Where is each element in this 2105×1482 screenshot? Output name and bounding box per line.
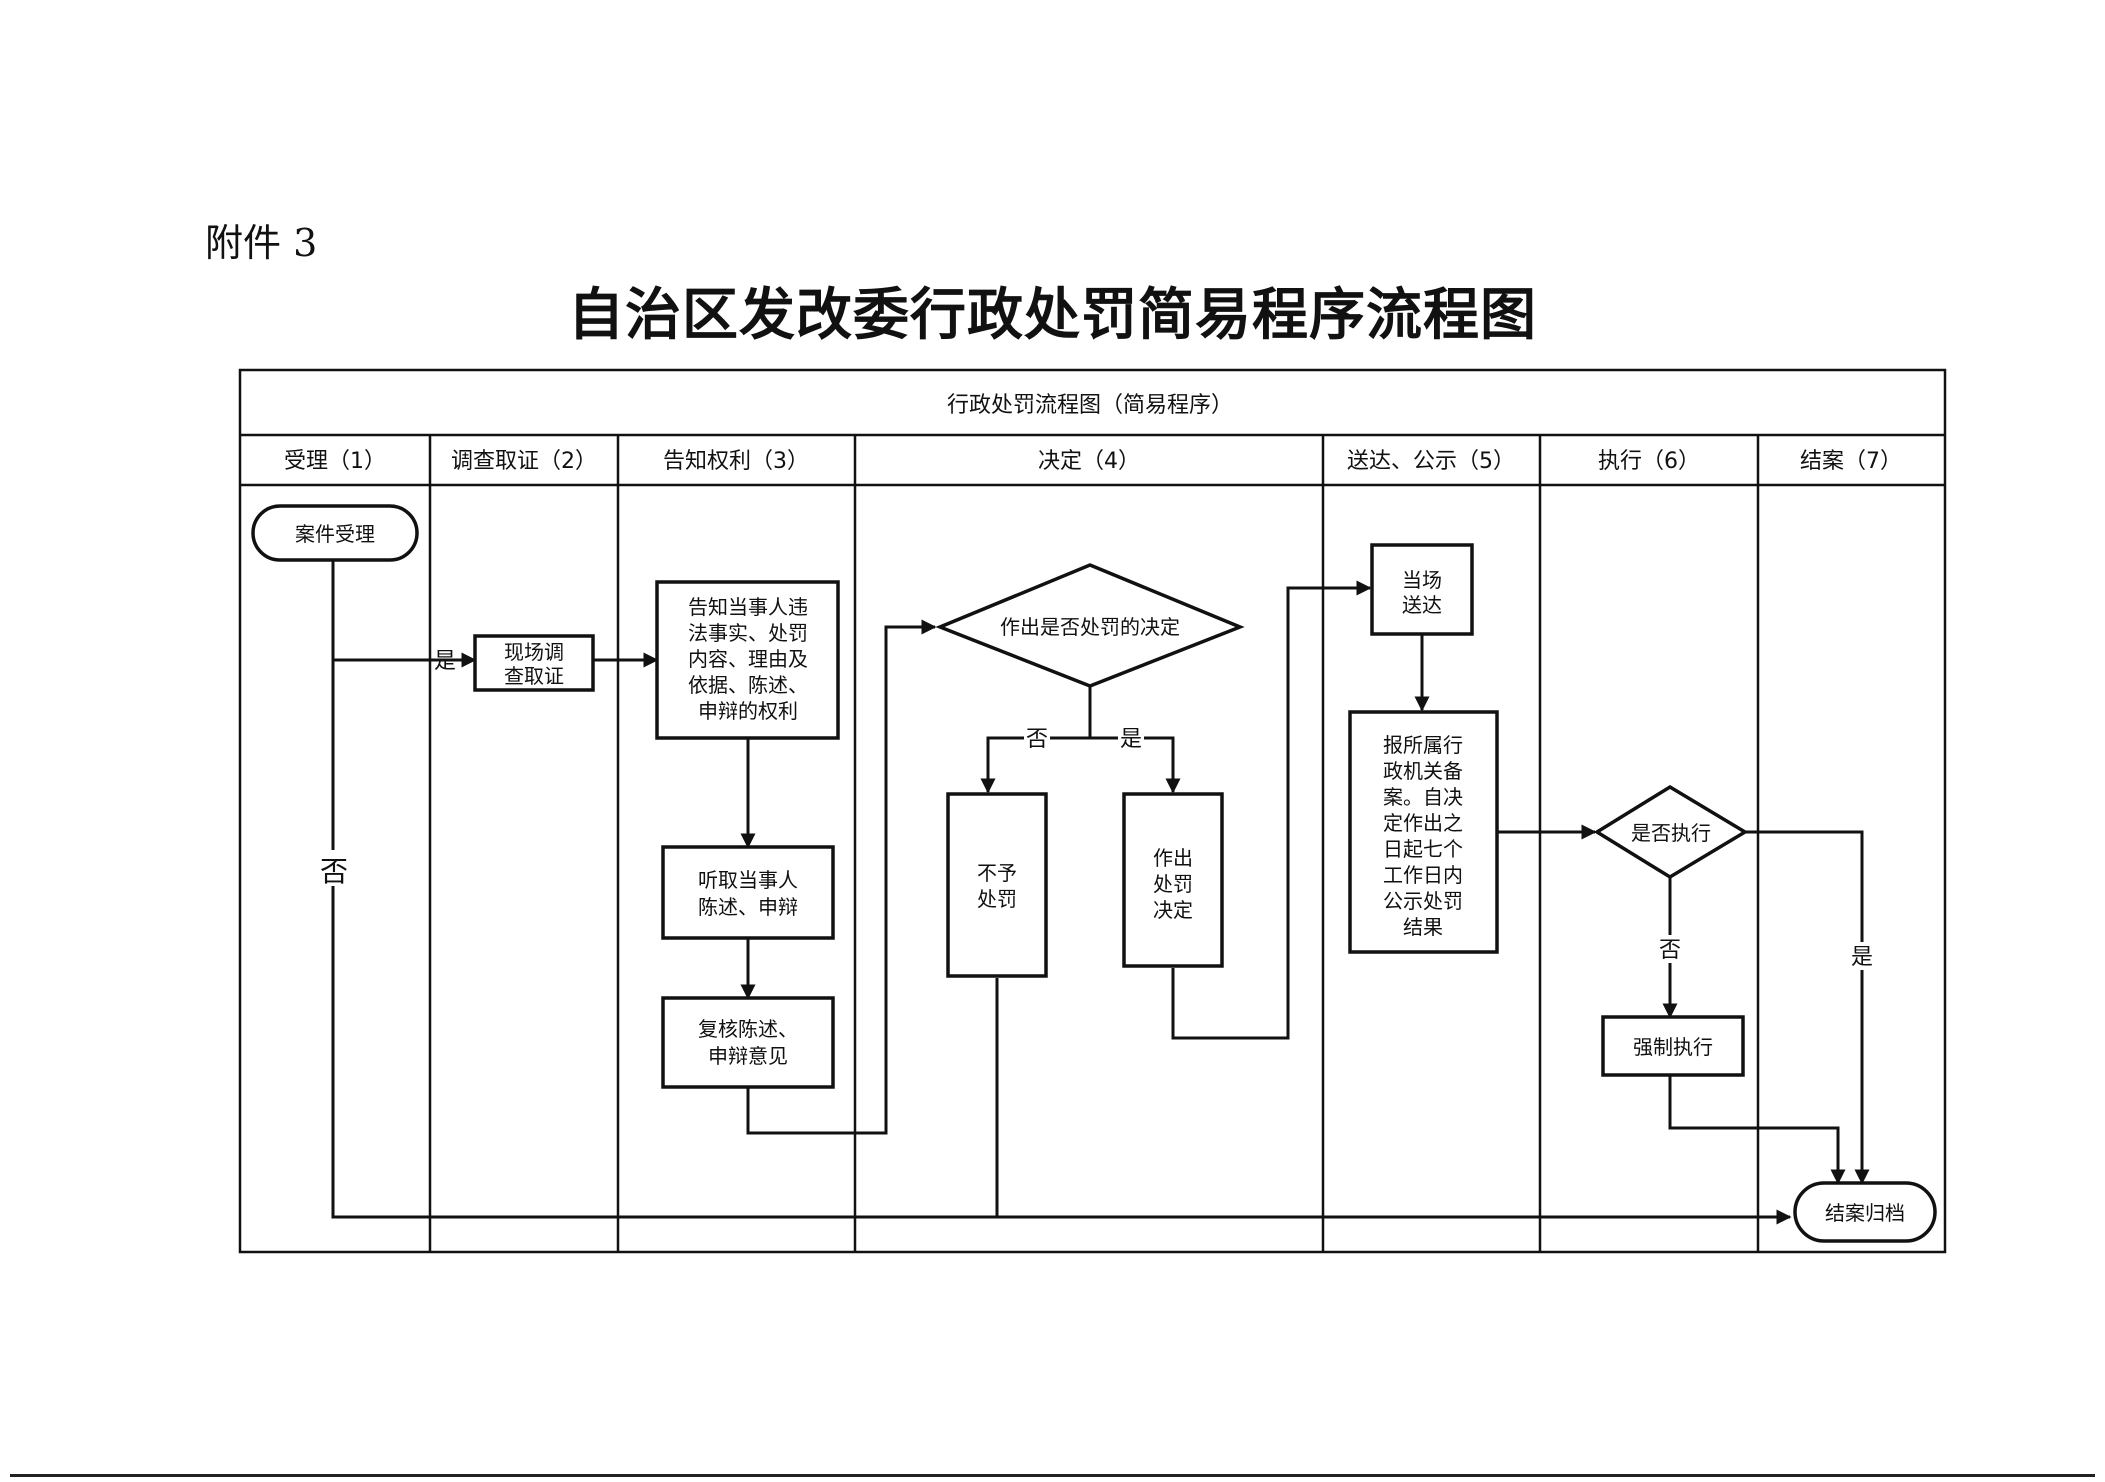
svg-text:依据、陈述、: 依据、陈述、 [688, 673, 808, 697]
svg-text:当场: 当场 [1402, 568, 1442, 592]
node-forced-execution: 强制执行 [1601, 1015, 1745, 1077]
svg-text:定作出之: 定作出之 [1383, 811, 1463, 835]
edge-label-decision-yes: 是 [1120, 727, 1142, 752]
edge-execute-yes [1745, 830, 1870, 1185]
svg-text:陈述、申辩: 陈述、申辩 [698, 895, 798, 919]
svg-text:查取证: 查取证 [504, 664, 564, 688]
chart-frame [238, 368, 1947, 1254]
svg-text:不予: 不予 [977, 861, 1017, 885]
edge-review-to-decision [746, 619, 937, 1135]
node-case-accept: 案件受理 [251, 504, 419, 562]
svg-text:结案归档: 结案归档 [1825, 1201, 1905, 1225]
node-execute-check: 是否执行 [1593, 784, 1749, 880]
edge-label-accept-no: 否 [320, 855, 348, 888]
svg-text:报所属行: 报所属行 [1383, 733, 1463, 757]
lane-header-deliver: 送达、公示（5） [1347, 449, 1515, 474]
node-report-filing: 报所属行 政机关备 案。自决 定作出之 日起七个 工作日内 公示处罚 结果 [1348, 710, 1499, 954]
node-decision: 作出是否处罚的决定 [935, 563, 1245, 688]
svg-text:申辩意见: 申辩意见 [708, 1044, 788, 1068]
svg-text:案。自决: 案。自决 [1383, 785, 1463, 809]
svg-text:告知当事人违: 告知当事人违 [688, 595, 808, 619]
svg-text:处罚: 处罚 [1153, 872, 1193, 896]
svg-text:公示处罚: 公示处罚 [1383, 889, 1463, 913]
edge-label-accept-yes: 是 [434, 649, 456, 674]
node-inform-rights: 告知当事人违 法事实、处罚 内容、理由及 依据、陈述、 申辩的权利 [655, 580, 840, 740]
lane-header-decide: 决定（4） [1038, 449, 1140, 474]
node-onsite-delivery: 当场 送达 [1370, 543, 1474, 636]
svg-text:复核陈述、: 复核陈述、 [698, 1017, 798, 1041]
node-review-statement: 复核陈述、 申辩意见 [661, 996, 835, 1089]
document-title: 自治区发改委行政处罚简易程序流程图 [568, 282, 1537, 348]
node-no-penalty: 不予 处罚 [946, 792, 1048, 978]
svg-text:作出是否处罚的决定: 作出是否处罚的决定 [1000, 615, 1180, 639]
lane-header-inform: 告知权利（3） [663, 449, 809, 474]
lane-header-accept: 受理（1） [284, 449, 386, 474]
svg-text:处罚: 处罚 [977, 887, 1017, 911]
svg-text:结果: 结果 [1403, 915, 1443, 939]
edge-label-execute-no: 否 [1659, 938, 1681, 963]
svg-text:作出: 作出 [1153, 846, 1193, 870]
page-bottom-rule [10, 1474, 2095, 1477]
lane-header-execute: 执行（6） [1598, 449, 1700, 474]
attachment-label: 附件 3 [205, 221, 318, 265]
lane-header-investigate: 调查取证（2） [451, 449, 597, 474]
svg-text:工作日内: 工作日内 [1383, 863, 1463, 887]
node-case-close: 结案归档 [1793, 1181, 1937, 1243]
svg-text:日起七个: 日起七个 [1383, 837, 1463, 861]
edge-penalty-to-delivery [1171, 580, 1372, 1040]
svg-text:申辩的权利: 申辩的权利 [698, 699, 798, 723]
edge-forced-to-close [1668, 1075, 1846, 1185]
svg-text:政机关备: 政机关备 [1383, 759, 1463, 783]
svg-text:现场调: 现场调 [504, 640, 564, 664]
edge-label-execute-yes: 是 [1851, 945, 1873, 970]
svg-text:内容、理由及: 内容、理由及 [688, 647, 808, 671]
svg-text:听取当事人: 听取当事人 [698, 868, 798, 892]
node-make-penalty-line3: 决定 [1153, 898, 1193, 922]
svg-text:强制执行: 强制执行 [1633, 1035, 1713, 1059]
node-onsite-investigation: 现场调 查取证 [473, 634, 595, 692]
edge-accept-no-to-close [331, 560, 1792, 1225]
lane-header-close: 结案（7） [1800, 449, 1902, 474]
chart-title: 行政处罚流程图（简易程序） [947, 393, 1233, 418]
node-hear-statement: 听取当事人 陈述、申辩 [661, 845, 835, 940]
svg-text:送达: 送达 [1402, 593, 1442, 617]
svg-text:法事实、处罚: 法事实、处罚 [688, 621, 808, 645]
edge-label-decision-no: 否 [1026, 727, 1048, 752]
svg-text:是否执行: 是否执行 [1631, 821, 1711, 845]
node-make-penalty: 作出 处罚 [1122, 792, 1224, 968]
node-case-accept-label: 案件受理 [295, 522, 375, 546]
edge-decision-yes [1090, 736, 1181, 794]
